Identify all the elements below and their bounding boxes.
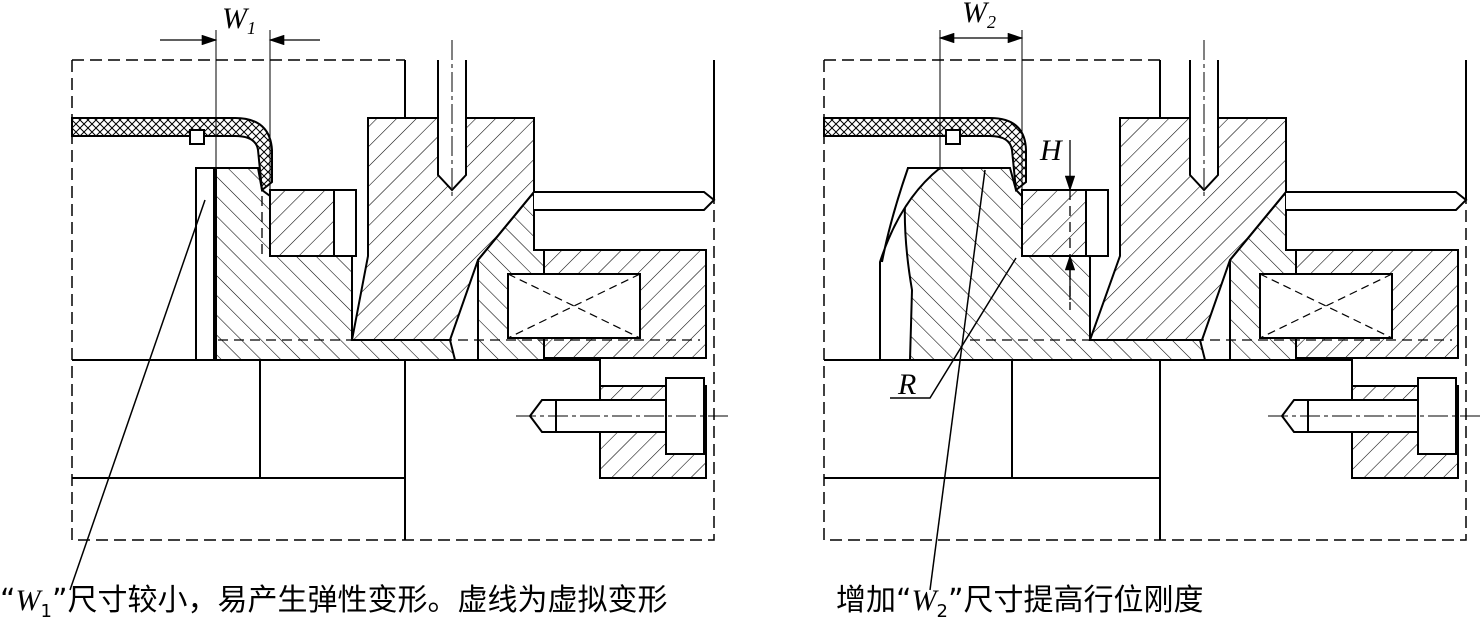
left-caption-leader	[69, 199, 206, 591]
right-dashed-frame	[823, 59, 1467, 541]
left-slider	[350, 117, 535, 341]
left-view	[69, 30, 730, 591]
right-r-label: R	[897, 368, 916, 401]
right-slider	[1088, 117, 1287, 341]
right-caption-leader	[929, 169, 986, 591]
left-dashed-frame	[71, 59, 715, 541]
right-caption: 增加“W2”尺寸提高行位刚度	[836, 583, 1204, 623]
right-slider-block	[1021, 189, 1087, 257]
left-pin	[437, 60, 467, 192]
left-dim-label: W1	[222, 2, 256, 38]
right-view	[823, 30, 1481, 591]
right-pin	[1189, 60, 1219, 192]
right-dim-label: W2	[962, 0, 996, 32]
right-r-leader	[890, 257, 1017, 399]
right-h-label: H	[1039, 134, 1064, 167]
left-caption: “W1”尺寸较小，易产生弹性变形。虚线为虚拟变形	[0, 583, 668, 623]
left-slider-block	[269, 189, 335, 257]
